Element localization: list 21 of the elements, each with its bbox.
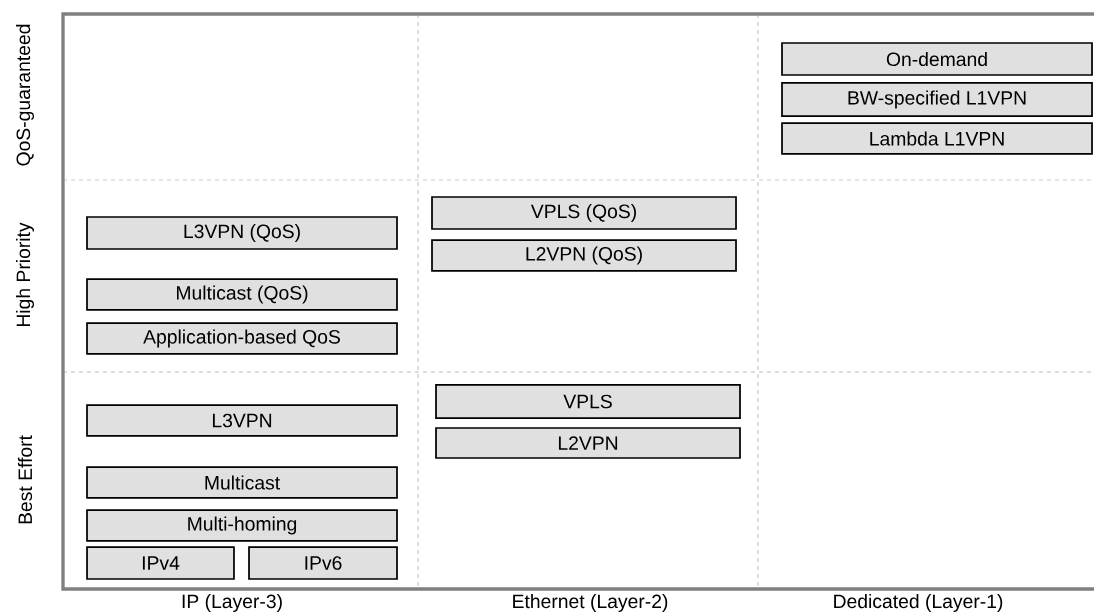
- column-label: IP (Layer-3): [182, 594, 282, 612]
- service-box: VPLS: [435, 384, 741, 419]
- row-label: High Priority: [16, 222, 34, 327]
- service-box: VPLS (QoS): [431, 196, 737, 230]
- service-box: Multi-homing: [86, 509, 398, 542]
- row-label: QoS-guaranteed: [16, 24, 34, 166]
- row-label: Best Effort: [17, 435, 33, 524]
- service-box: L2VPN: [435, 427, 741, 459]
- service-box: IPv6: [248, 546, 398, 580]
- service-box: IPv4: [86, 546, 235, 580]
- service-box: L3VPN: [86, 404, 398, 437]
- service-box: Application-based QoS: [86, 322, 398, 355]
- service-box: L3VPN (QoS): [86, 216, 398, 250]
- column-label: Ethernet (Layer-2): [513, 594, 668, 612]
- service-box: Multicast: [86, 466, 398, 499]
- service-box: On-demand: [781, 42, 1093, 76]
- service-box: L2VPN (QoS): [431, 239, 737, 272]
- service-box: Lambda L1VPN: [781, 122, 1093, 155]
- column-label: Dedicated (Layer-1): [834, 594, 1003, 612]
- service-box: Multicast (QoS): [86, 278, 398, 311]
- service-box: BW-specified L1VPN: [781, 82, 1093, 117]
